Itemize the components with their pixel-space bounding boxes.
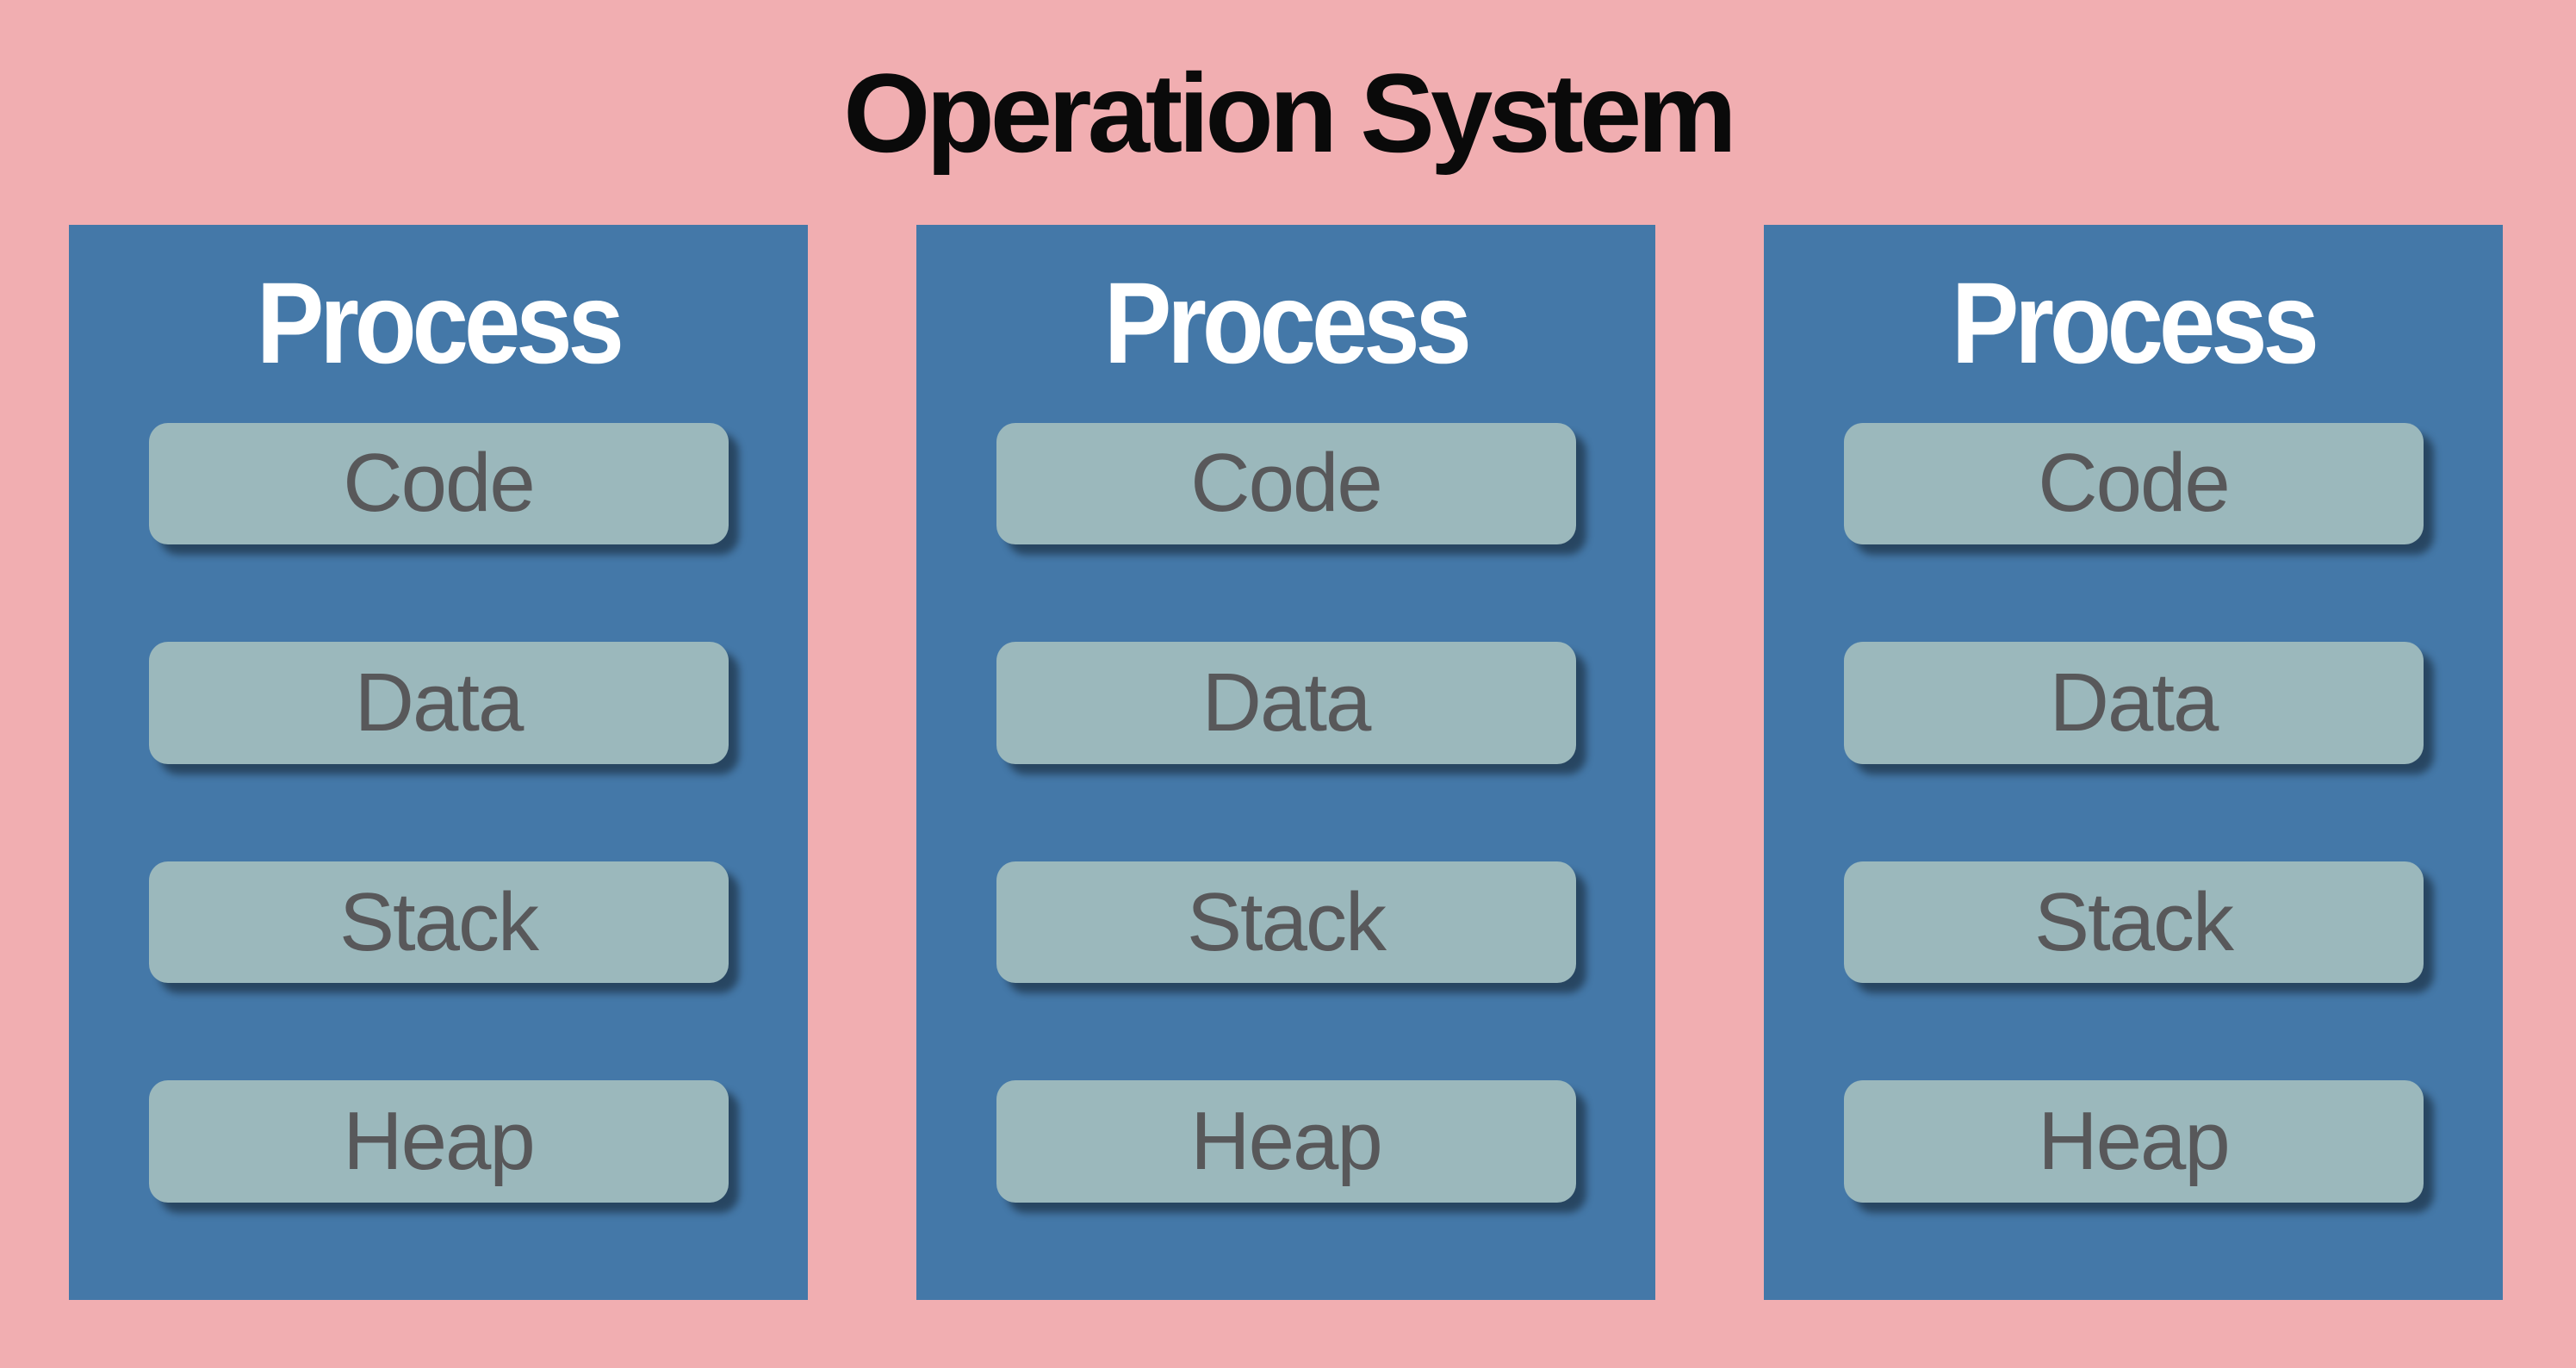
segment-data: Data (148, 642, 729, 764)
os-title: Operation System (843, 49, 1737, 176)
segment-code: Code (996, 422, 1576, 545)
process-title: Process (1104, 259, 1472, 389)
process-title: Process (1952, 259, 2319, 389)
segment-code: Code (1843, 422, 2424, 545)
process-box-1: Process Code Data Stack Heap (69, 225, 808, 1300)
segment-heap: Heap (1843, 1080, 2424, 1203)
segment-stack: Stack (148, 861, 729, 984)
process-row: Process Code Data Stack Heap Process Cod… (0, 225, 2576, 1300)
segment-heap: Heap (148, 1080, 729, 1203)
segment-data: Data (1843, 642, 2424, 764)
segment-stack: Stack (996, 861, 1576, 984)
process-box-2: Process Code Data Stack Heap (916, 225, 1655, 1300)
segment-heap: Heap (996, 1080, 1576, 1203)
segment-stack: Stack (1843, 861, 2424, 984)
process-title: Process (257, 259, 624, 389)
process-box-3: Process Code Data Stack Heap (1764, 225, 2503, 1300)
segment-code: Code (148, 422, 729, 545)
segment-data: Data (996, 642, 1576, 764)
